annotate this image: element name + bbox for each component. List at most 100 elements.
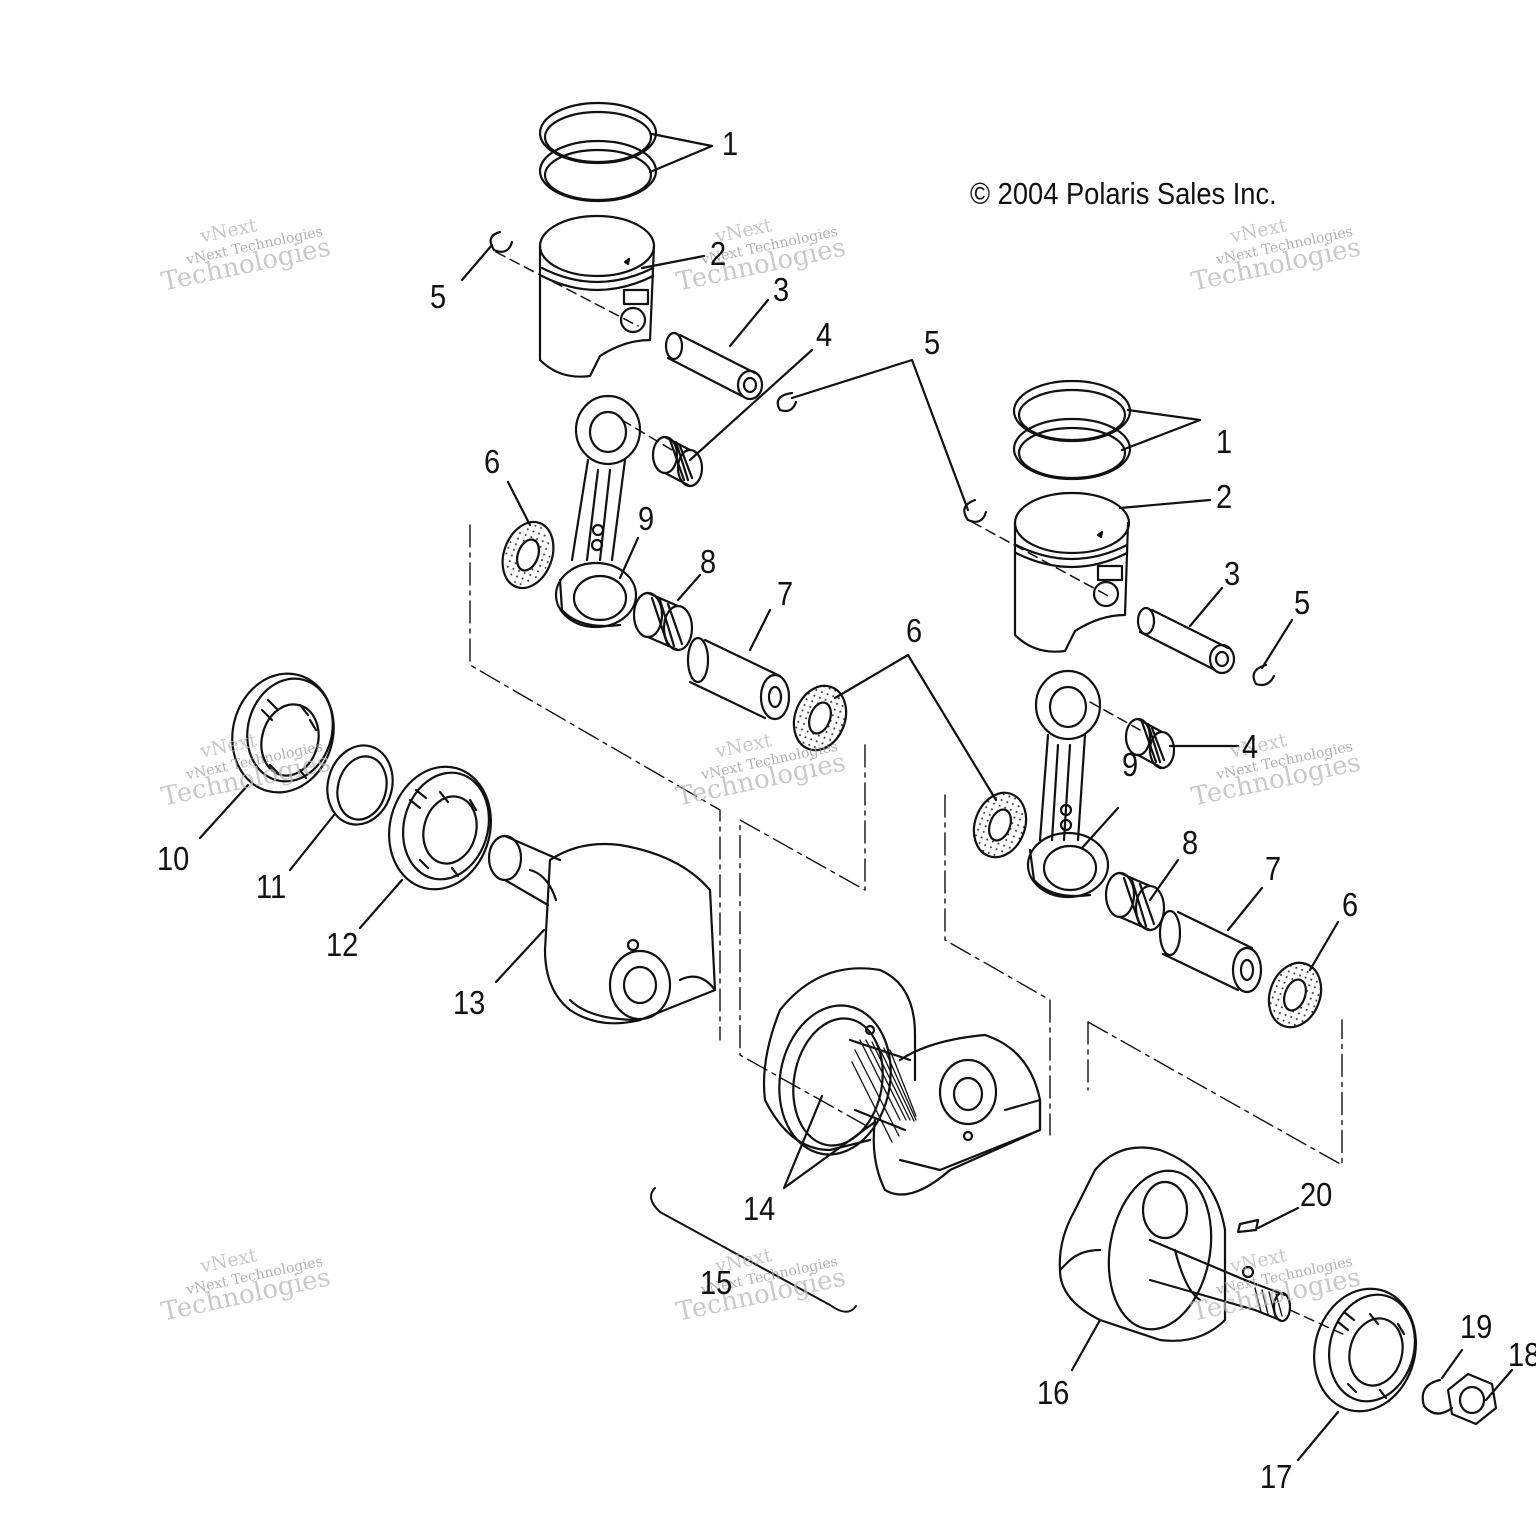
thrust-washer-right-lower [1267, 961, 1323, 1029]
callout-5-left: 5 [430, 278, 447, 315]
callout-17: 17 [1260, 1458, 1293, 1495]
leader-20 [1256, 1206, 1300, 1230]
watermark: vNext vNext Technologies Technologies [1188, 1244, 1364, 1328]
leader-3b [1188, 586, 1224, 628]
callout-1-left: 1 [722, 125, 739, 162]
leader-6c [1308, 920, 1340, 972]
leader-7b [1226, 886, 1264, 932]
leader-17 [1296, 1410, 1340, 1462]
circlip-left-top [489, 230, 514, 253]
leader-1a [648, 132, 714, 174]
callout-9-right: 9 [1122, 746, 1139, 783]
piston-right [1013, 491, 1131, 653]
main-bearing-17 [1313, 1287, 1417, 1413]
leader-2b [1118, 498, 1212, 510]
connecting-rod-left [554, 394, 642, 629]
callout-5-right: 5 [1294, 584, 1311, 621]
connecting-rod-right [1026, 669, 1110, 899]
callout-7-right: 7 [1265, 850, 1282, 887]
watermark: vNext vNext Technologies Technologies [158, 729, 334, 813]
circlip-right-top [963, 498, 988, 523]
callout-3-right: 3 [1224, 555, 1241, 592]
needle-bearing-4-left [651, 435, 704, 488]
callout-19: 19 [1460, 1308, 1493, 1345]
circlip-right-bottom [1252, 663, 1276, 687]
leader-18 [1484, 1368, 1514, 1402]
leader-2a [640, 254, 706, 270]
wrist-pin-left [664, 331, 764, 401]
piston-ring-pair-right [1012, 379, 1132, 481]
callout-1-right: 1 [1216, 423, 1233, 460]
watermark: vNext vNext Technologies Technologies [673, 729, 849, 813]
assembly-dash-left [469, 524, 866, 1126]
crank-pin-left [686, 636, 791, 721]
thrust-washer-right-upper [972, 791, 1028, 859]
leader-5b [790, 358, 970, 512]
main-bearing-10 [231, 672, 335, 794]
callout-14: 14 [743, 1190, 776, 1227]
piston-ring-pair-left [538, 101, 658, 203]
leader-6a [506, 480, 532, 527]
thrust-washer-left-upper [501, 520, 555, 590]
watermark: vNext vNext Technologies Technologies [158, 214, 334, 298]
callout-6-left: 6 [484, 443, 501, 480]
watermark: vNext vNext Technologies Technologies [1188, 214, 1364, 298]
callout-6-right: 6 [1342, 886, 1359, 923]
leader-9b [1080, 806, 1120, 850]
crank-half-13 [487, 834, 717, 1025]
callout-9-left: 9 [638, 500, 655, 537]
leader-7a [748, 608, 772, 652]
callout-3-left: 3 [773, 271, 790, 308]
callout-4-left: 4 [816, 316, 833, 353]
callout-8-left: 8 [700, 543, 717, 580]
callout-16: 16 [1037, 1374, 1070, 1411]
callout-10: 10 [157, 840, 190, 877]
needle-bearing-8-right [1104, 871, 1166, 932]
callout-15: 15 [700, 1264, 733, 1301]
callout-8-right: 8 [1182, 824, 1199, 861]
copyright-text: © 2004 Polaris Sales Inc. [970, 176, 1277, 211]
callout-7-left: 7 [777, 575, 794, 612]
callout-2-right: 2 [1216, 478, 1233, 515]
needle-bearing-8-left [632, 591, 694, 652]
crank-pin-right [1158, 909, 1263, 994]
assembly-dash-right [944, 794, 1343, 1166]
leader-5a [460, 243, 494, 282]
callout-11: 11 [256, 868, 287, 905]
wrist-pin-right [1136, 606, 1236, 675]
leader-10 [198, 783, 250, 840]
leader-12 [358, 878, 404, 930]
callout-5-mid: 5 [924, 324, 941, 361]
watermark: vNext vNext Technologies Technologies [1188, 729, 1364, 813]
assembly-bracket-15 [650, 1187, 857, 1313]
main-bearing-12 [388, 765, 492, 891]
watermark: vNext vNext Technologies Technologies [158, 1244, 334, 1328]
center-crank-14 [762, 967, 1042, 1196]
callout-18: 18 [1508, 1336, 1536, 1373]
leader-1b [1120, 408, 1202, 452]
leader-8a [676, 573, 702, 602]
piston-left [538, 214, 656, 378]
crank-half-16 [1058, 1146, 1292, 1342]
leader-6b [833, 653, 998, 802]
callout-12: 12 [326, 926, 359, 963]
circlip-mid [776, 391, 798, 413]
callout-4-right: 4 [1242, 728, 1259, 765]
callout-6-mid: 6 [906, 612, 923, 649]
leader-13 [494, 928, 546, 984]
leader-16 [1070, 1318, 1102, 1372]
leader-4a [688, 348, 814, 462]
lock-washer-19 [1421, 1378, 1454, 1415]
callout-20: 20 [1300, 1176, 1333, 1213]
seal-ring-11 [326, 744, 394, 826]
callout-2-left: 2 [710, 235, 727, 272]
needle-bearing-4-right [1124, 717, 1176, 770]
leader-14 [782, 1094, 877, 1190]
leader-8b [1148, 858, 1180, 902]
leader-19 [1440, 1348, 1464, 1380]
leader-11 [288, 813, 336, 872]
leader-5c [1260, 618, 1294, 670]
leader-9a [618, 536, 640, 580]
crank-nut-18 [1446, 1372, 1498, 1426]
